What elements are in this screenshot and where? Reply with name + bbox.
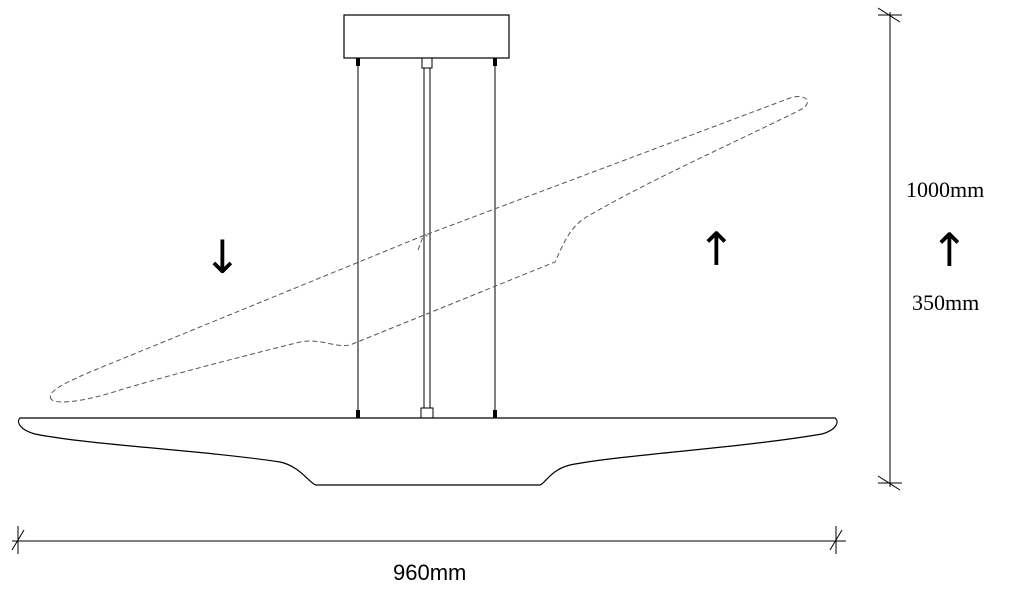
- arrow-down-icon: ↓: [203, 230, 242, 284]
- shade-main-outline: [17, 417, 838, 486]
- height-label-bg: [900, 172, 1018, 322]
- width-dimension: [11, 526, 846, 554]
- connector-bottom-center: [420, 407, 434, 419]
- shade-tilted-outline: [49, 96, 808, 403]
- max-height-label: 1000mm: [906, 177, 984, 202]
- connector-bottom-left: [356, 410, 360, 418]
- min-height-label: 350mm: [912, 290, 979, 315]
- suspension-wires: [356, 57, 497, 419]
- connector-top-left: [356, 58, 360, 66]
- connector-top-center: [421, 57, 433, 69]
- ceiling-canopy: [343, 14, 510, 59]
- height-dimension: [877, 7, 902, 491]
- height-arrow-icon: ↑: [930, 223, 969, 277]
- connector-bottom-right: [493, 410, 497, 418]
- arrow-up-icon: ↑: [697, 222, 736, 276]
- connector-top-right: [493, 58, 497, 66]
- shade-tilted-hook: [417, 233, 431, 251]
- width-label: 960mm: [393, 560, 466, 585]
